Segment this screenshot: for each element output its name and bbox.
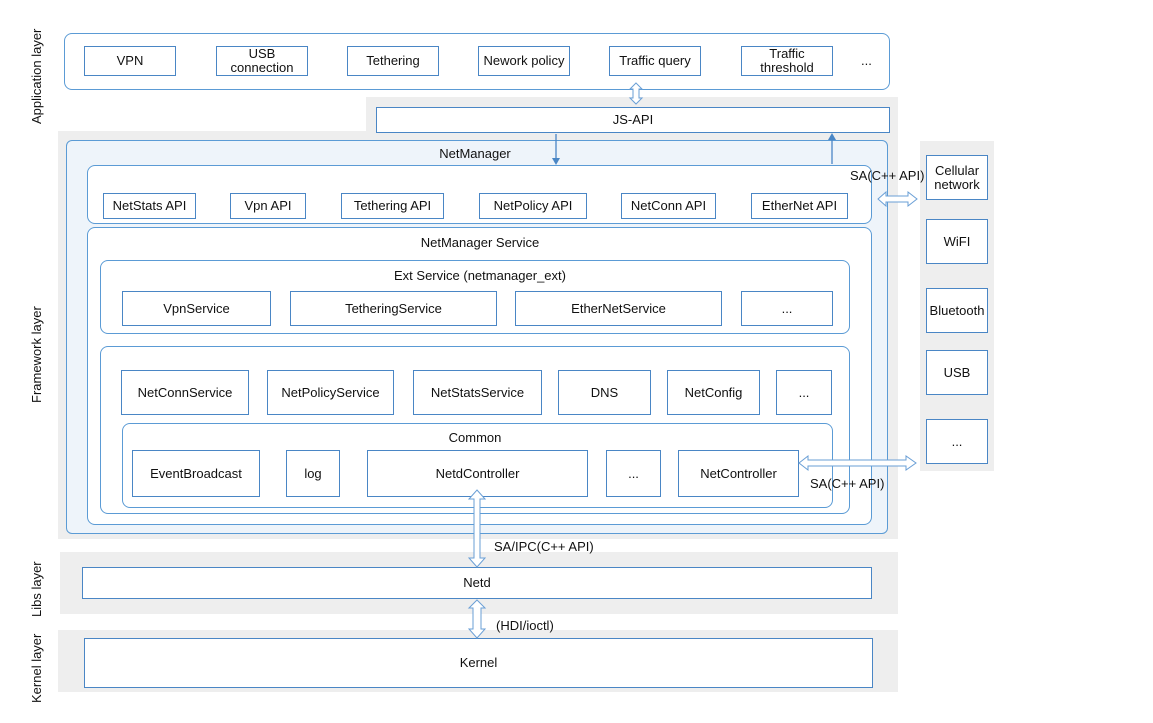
netd-box: Netd: [82, 567, 872, 599]
app-box-usb-connection: USB connection: [216, 46, 308, 76]
arrow-sa-bottom: [798, 454, 917, 472]
core-box-netconnservice: NetConnService: [121, 370, 249, 415]
arrow-sa-top: [877, 190, 918, 208]
ext-box-more: ...: [741, 291, 833, 326]
label-sa-bottom: SA(C++ API): [810, 476, 885, 491]
app-box-traffic-threshold-label: Traffic threshold: [760, 46, 814, 75]
common-box-eventbroadcast: EventBroadcast: [132, 450, 260, 497]
label-hdi: (HDI/ioctl): [496, 618, 554, 633]
app-box-tethering: Tethering: [347, 46, 439, 76]
label-sa-ipc: SA/IPC(C++ API): [494, 539, 594, 554]
label-sa-top: SA(C++ API): [850, 168, 925, 183]
right-box-cellular: Cellular network: [926, 155, 988, 200]
app-box-vpn: VPN: [84, 46, 176, 76]
right-box-usb: USB: [926, 350, 988, 395]
ext-service-title: Ext Service (netmanager_ext): [394, 268, 566, 283]
core-box-more: ...: [776, 370, 832, 415]
right-box-wifi: WiFI: [926, 219, 988, 264]
arrow-app-to-jsapi: [628, 82, 644, 105]
core-box-netconfig: NetConfig: [667, 370, 760, 415]
arrow-sa-ipc: [467, 489, 487, 568]
right-box-more: ...: [926, 419, 988, 464]
api-box-vpn: Vpn API: [230, 193, 306, 219]
app-box-usb-connection-label: USB connection: [230, 46, 294, 75]
app-box-traffic-threshold: Traffic threshold: [741, 46, 833, 76]
arrow-up-to-jsapi-head: [828, 133, 836, 140]
ext-box-vpnservice: VpnService: [122, 291, 271, 326]
api-box-ethernet: EtherNet API: [751, 193, 848, 219]
common-box-netdcontroller: NetdController: [367, 450, 588, 497]
common-title: Common: [448, 430, 502, 445]
common-box-netcontroller: NetController: [678, 450, 799, 497]
netmanager-title: NetManager: [439, 146, 511, 161]
core-box-dns: DNS: [558, 370, 651, 415]
ext-box-ethernetservice: EtherNetService: [515, 291, 722, 326]
right-box-cellular-label: Cellular network: [934, 162, 980, 192]
core-box-netstatsservice: NetStatsService: [413, 370, 542, 415]
api-panel-gap: [422, 168, 542, 186]
app-box-traffic-query: Traffic query: [609, 46, 701, 76]
api-box-tethering: Tethering API: [341, 193, 444, 219]
js-api-box: JS-API: [376, 107, 890, 133]
kernel-box: Kernel: [84, 638, 873, 688]
ext-box-tetheringservice: TetheringService: [290, 291, 497, 326]
api-box-netpolicy: NetPolicy API: [479, 193, 587, 219]
app-box-more: ...: [861, 53, 872, 68]
app-box-network-policy: Nework policy: [478, 46, 570, 76]
core-box-netpolicyservice: NetPolicyService: [267, 370, 394, 415]
arrow-jsapi-down-head: [552, 158, 560, 165]
arrow-hdi: [467, 599, 487, 639]
common-box-more: ...: [606, 450, 661, 497]
api-box-netstats: NetStats API: [103, 193, 196, 219]
right-box-bluetooth: Bluetooth: [926, 288, 988, 333]
api-box-netconn: NetConn API: [621, 193, 716, 219]
common-box-log: log: [286, 450, 340, 497]
netmanager-service-title: NetManager Service: [420, 235, 540, 250]
